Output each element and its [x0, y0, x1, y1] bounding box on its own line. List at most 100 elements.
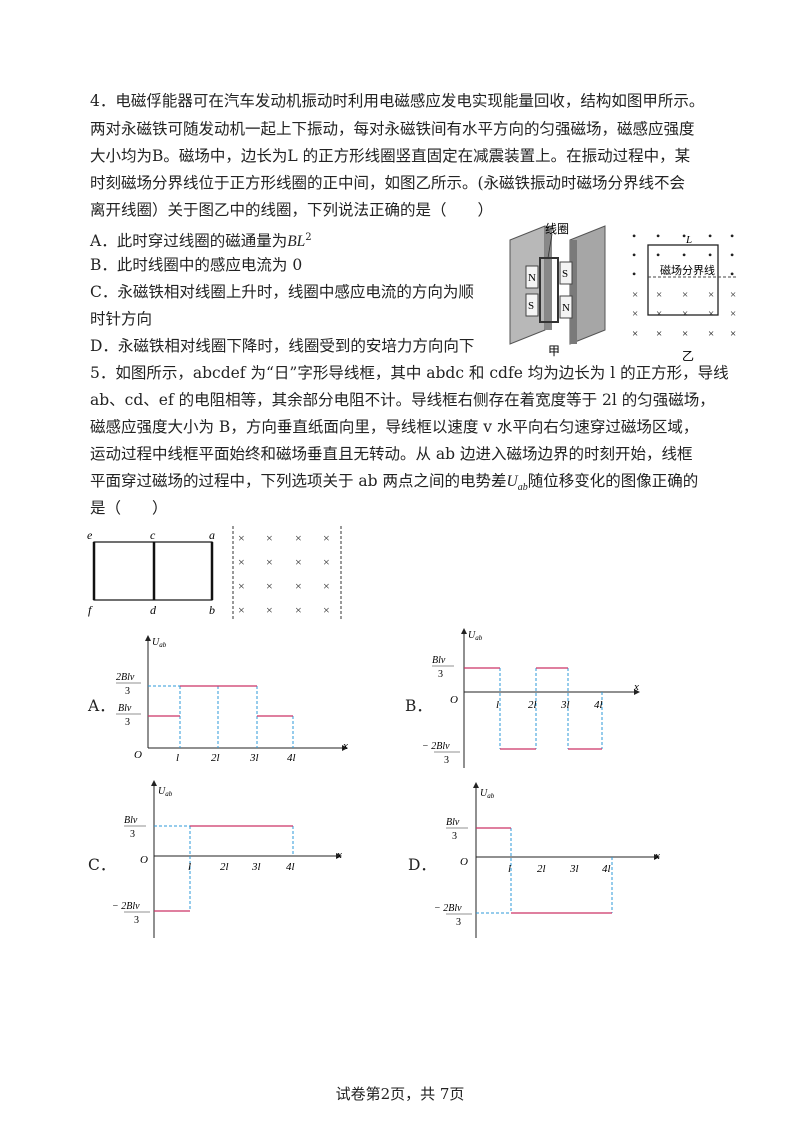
svg-text:×: × [730, 289, 736, 301]
q4-option-a: A．此时穿过线圈的磁通量为BL2 [90, 232, 312, 251]
svg-text:O: O [460, 856, 468, 868]
svg-text:×: × [632, 308, 638, 320]
q5-line-3: 磁感应强度大小为 B，方向垂直纸面向里，导线框以速度 v 水平向右匀速穿过磁场区… [90, 418, 699, 436]
svg-text:Blv: Blv [124, 815, 138, 826]
option-b-label: B． [405, 697, 432, 715]
svg-text:×: × [708, 308, 714, 320]
svg-text:×: × [708, 328, 714, 340]
svg-text:×: × [266, 603, 273, 617]
magnet-s-bottom: S [528, 300, 534, 312]
svg-text:×: × [323, 531, 330, 545]
q4-line-3: 大小均为B。磁场中，边长为L 的正方形线圈竖直固定在减震装置上。在振动过程中，某 [90, 147, 691, 165]
svg-text:4l: 4l [286, 861, 295, 873]
svg-text:×: × [656, 308, 662, 320]
svg-text:3l: 3l [560, 699, 570, 711]
svg-text:×: × [295, 531, 302, 545]
svg-text:O: O [134, 749, 142, 761]
svg-text:3: 3 [456, 917, 461, 928]
svg-text:2l: 2l [537, 863, 546, 875]
graph-b: Uab x O Blv 3 − 2Blv 3 l 2l 3l 4l [422, 628, 640, 768]
svg-text:3: 3 [438, 669, 443, 680]
svg-text:×: × [266, 579, 273, 593]
option-a-label: A． [88, 697, 115, 715]
q4-option-c: C．永磁铁相对线圈上升时，线圈中感应电流的方向为顺 [90, 283, 474, 301]
svg-text:×: × [682, 308, 688, 320]
svg-text:Blv: Blv [432, 655, 446, 666]
frame-figure: e c a f d b ×××× ×××× ×××× ×××× [87, 526, 342, 621]
svg-text:×: × [238, 603, 245, 617]
boundary-label: 磁场分界线 [660, 263, 715, 277]
svg-text:•: • [708, 229, 712, 243]
figure-jia: 线圈 N S S N 甲 [509, 222, 606, 358]
svg-text:x: x [654, 850, 660, 862]
q4-line-1: 4．电磁俘能器可在汽车发动机振动时利用电磁感应发电实现能量回收，结构如图甲所示。 [90, 92, 705, 110]
q5-line-2: ab、cd、ef 的电阻相等，其余部分电阻不计。导线框右侧存在着宽度等于 2l … [90, 391, 715, 409]
q4-line-4: 时刻磁场分界线位于正方形线圈的正中间，如图乙所示。(永磁铁振动时磁场分界线不会 [90, 174, 686, 192]
figure-jia-caption: 甲 [548, 344, 560, 358]
magnet-n-bottom: N [562, 302, 570, 314]
svg-text:4l: 4l [287, 752, 296, 764]
svg-text:×: × [730, 308, 736, 320]
option-d-label: D． [408, 856, 436, 874]
svg-text:•: • [656, 248, 660, 262]
svg-text:Uab: Uab [152, 637, 167, 649]
svg-text:− 2Blv: − 2Blv [422, 741, 450, 752]
svg-text:×: × [266, 531, 273, 545]
svg-text:2l: 2l [220, 861, 229, 873]
svg-text:O: O [450, 694, 458, 706]
svg-text:− 2Blv: − 2Blv [434, 903, 462, 914]
svg-text:4l: 4l [602, 863, 611, 875]
svg-text:×: × [238, 579, 245, 593]
svg-text:l: l [176, 752, 179, 764]
svg-text:×: × [295, 555, 302, 569]
graph-d: Uab x O Blv 3 − 2Blv 3 l 2l 3l 4l [434, 782, 660, 938]
svg-text:3l: 3l [249, 752, 259, 764]
graph-c: Uab x O Blv 3 − 2Blv 3 l 2l 3l 4l [112, 780, 342, 938]
svg-text:3: 3 [444, 755, 449, 766]
figure-yi-caption: 乙 [682, 349, 694, 363]
magnet-n-top: N [528, 272, 536, 284]
svg-text:×: × [238, 531, 245, 545]
svg-text:Uab: Uab [480, 788, 495, 800]
label-f: f [88, 603, 93, 617]
q5-line-5: 平面穿过磁场的过程中，下列选项关于 ab 两点之间的电势差Uab随位移变化的图像… [90, 472, 699, 494]
svg-text:×: × [656, 328, 662, 340]
svg-text:Uab: Uab [158, 786, 173, 798]
svg-text:•: • [730, 248, 734, 262]
svg-text:•: • [682, 229, 686, 243]
svg-text:×: × [323, 555, 330, 569]
q5-line-6: 是（ ） [90, 499, 168, 517]
svg-text:3: 3 [125, 686, 130, 697]
svg-text:×: × [708, 289, 714, 301]
q4-line-2: 两对永磁铁可随发动机一起上下振动，每对永磁铁间有水平方向的匀强磁场，磁感应强度 [90, 120, 695, 138]
svg-text:Uab: Uab [468, 630, 483, 642]
svg-text:×: × [632, 289, 638, 301]
label-a: a [209, 528, 215, 542]
svg-text:l: l [508, 863, 511, 875]
svg-text:3: 3 [130, 829, 135, 840]
svg-text:x: x [342, 740, 348, 752]
svg-text:×: × [632, 328, 638, 340]
label-c: c [150, 528, 156, 542]
svg-text:×: × [656, 289, 662, 301]
svg-text:Blv: Blv [118, 703, 132, 714]
magnet-s-top: S [562, 268, 568, 280]
svg-text:•: • [708, 248, 712, 262]
label-b: b [209, 603, 215, 617]
page-footer: 试卷第2页，共 7页 [335, 1085, 465, 1103]
svg-text:×: × [323, 579, 330, 593]
svg-text:×: × [682, 289, 688, 301]
svg-text:3: 3 [452, 831, 457, 842]
q4-option-b: B．此时线圈中的感应电流为 0 [90, 256, 303, 274]
q4-option-c-cont: 时针方向 [90, 310, 153, 328]
label-e: e [87, 528, 93, 542]
side-label: L [685, 234, 692, 246]
svg-text:− 2Blv: − 2Blv [112, 901, 140, 912]
q5-line-4: 运动过程中线框平面始终和磁场垂直且无转动。从 ab 边进入磁场边界的时刻开始，线… [90, 445, 693, 463]
svg-text:2l: 2l [211, 752, 220, 764]
svg-text:2Blv: 2Blv [116, 672, 135, 683]
svg-text:×: × [682, 328, 688, 340]
svg-text:•: • [632, 267, 636, 281]
q4-option-d: D．永磁铁相对线圈下降时，线圈受到的安培力方向向下 [90, 337, 475, 355]
q5-line-1: 5．如图所示，abcdef 为“日”字形导线框，其中 abdc 和 cdfe 均… [90, 364, 729, 382]
